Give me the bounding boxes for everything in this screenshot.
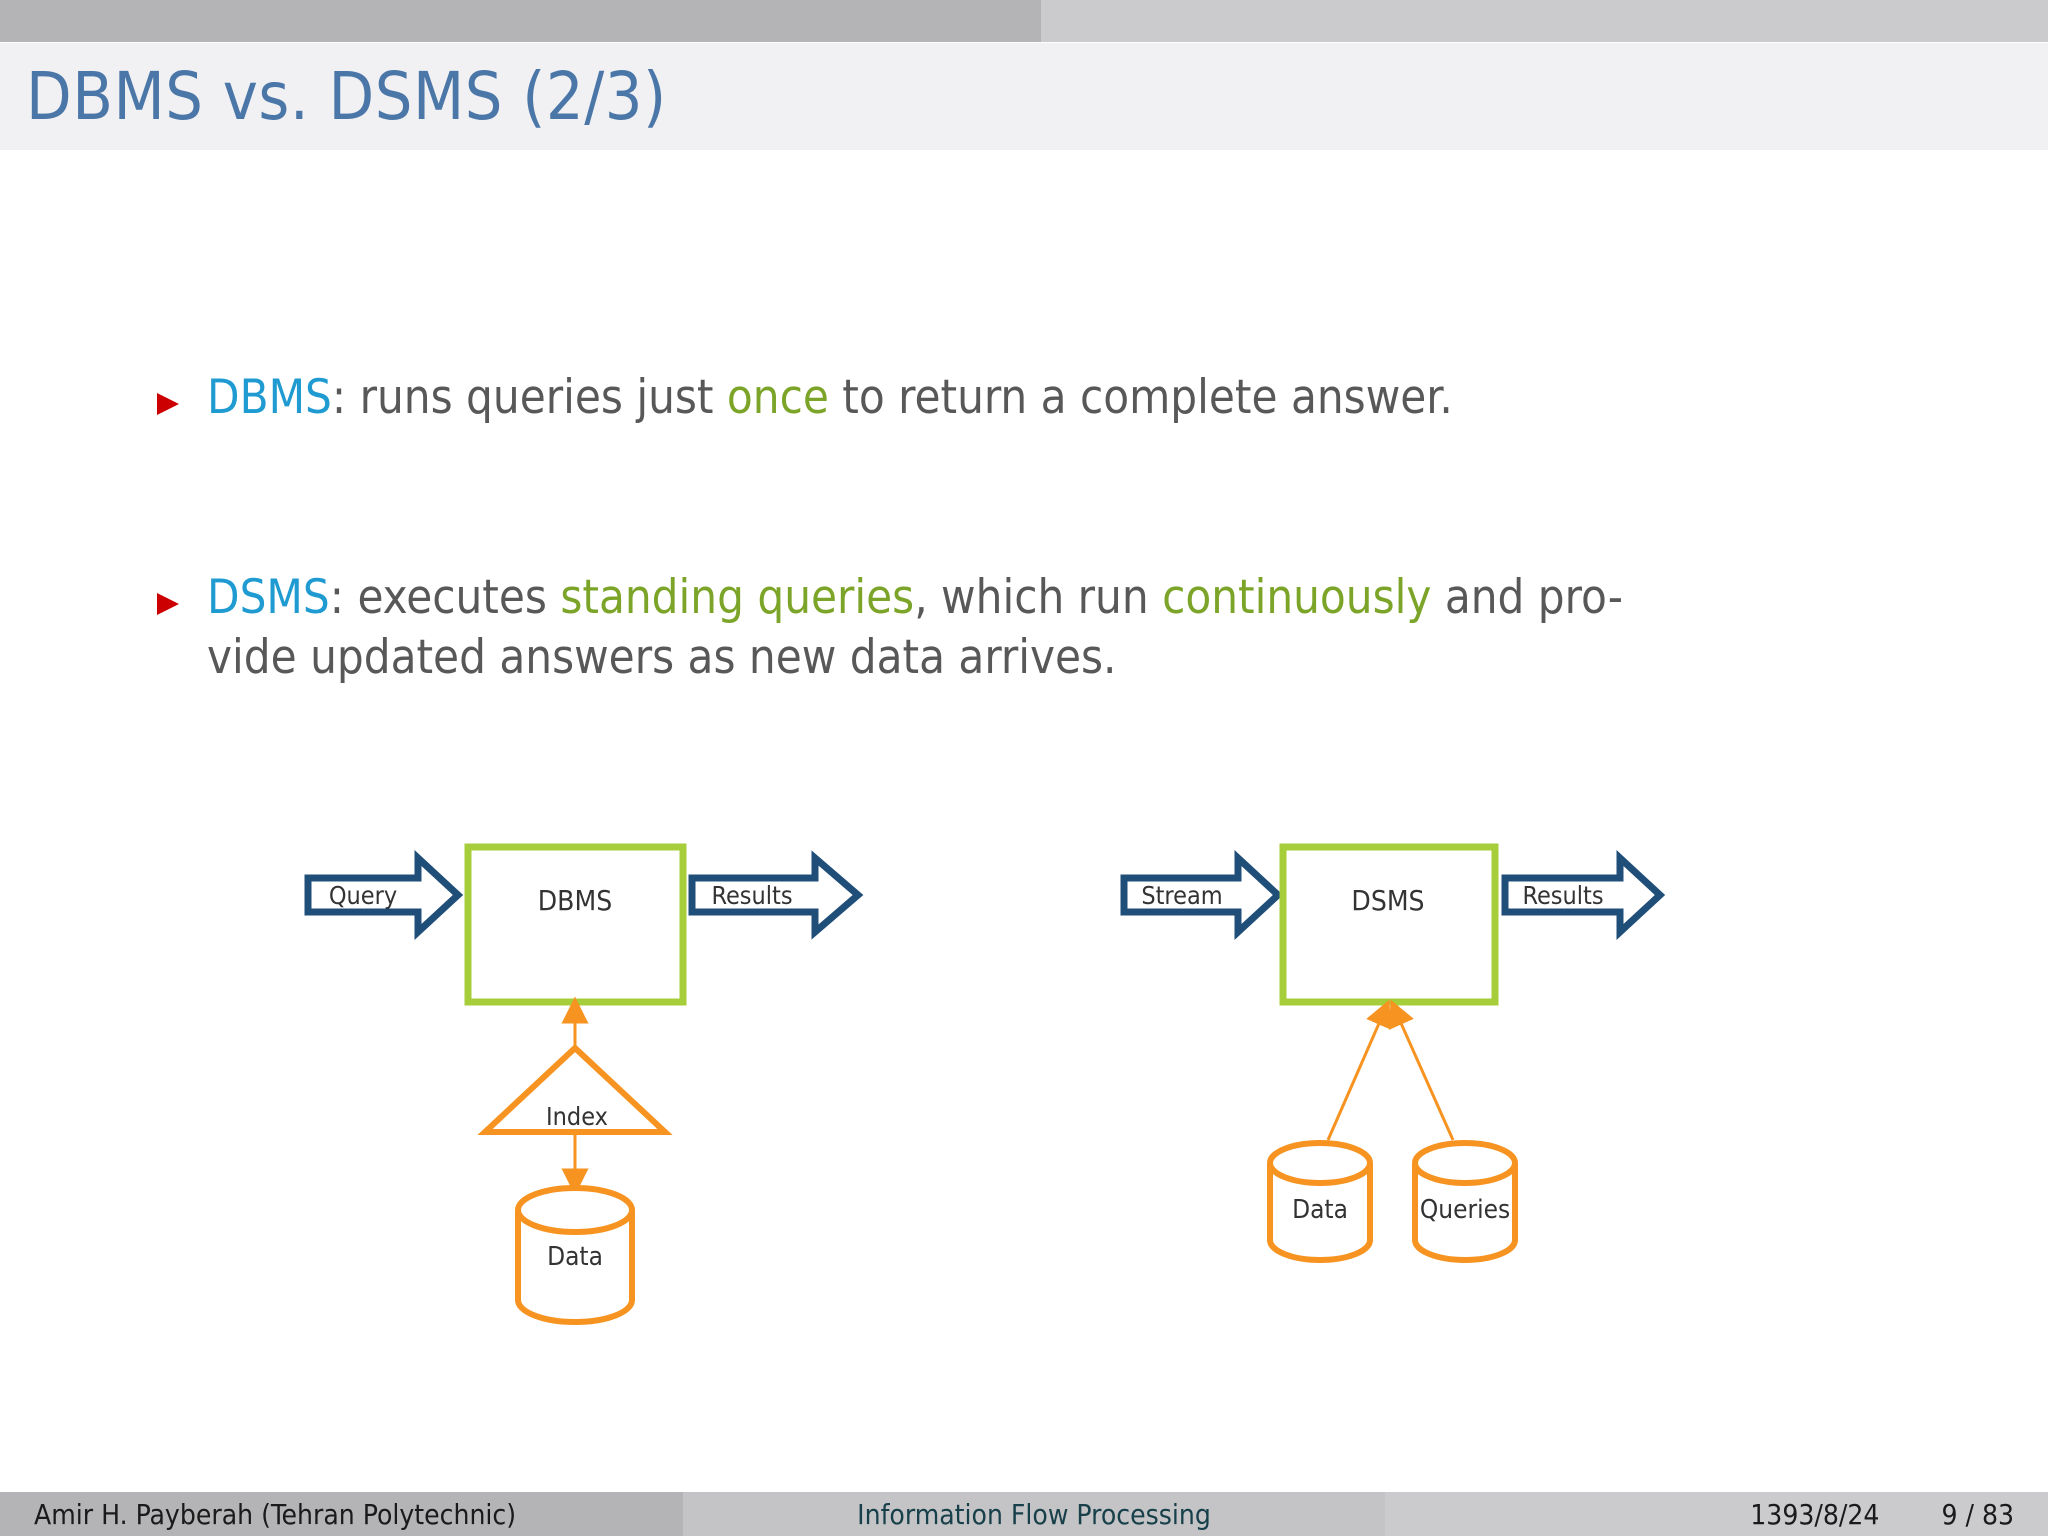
results-arrow-label: Results: [1522, 881, 1603, 910]
keyword-dbms: DBMS: [207, 370, 332, 425]
dsms-box-label: DSMS: [1351, 884, 1424, 917]
data-store-label: Data: [547, 1242, 603, 1272]
dbms-architecture-diagram: Query DBMS Results Index: [300, 840, 900, 1404]
data-cylinder-store: Data: [1267, 1140, 1373, 1263]
keyword-standing-queries: standing queries: [560, 570, 915, 625]
dsms-engine-box: DSMS: [1279, 843, 1499, 1006]
data-cylinder-store: Data: [515, 1185, 635, 1325]
footer-date: 1393/8/24: [1750, 1497, 1880, 1531]
bullet-2-part-6: and pro-: [1431, 570, 1623, 625]
query-input-arrow: Query: [304, 849, 464, 941]
bullet-1-part-2: : runs queries just: [331, 370, 727, 425]
bullet-2-part-2: : executes: [329, 570, 561, 625]
top-band-right-segment: [1041, 0, 2048, 42]
stream-input-arrow: Stream: [1120, 849, 1284, 941]
queries-store-label: Queries: [1420, 1195, 1510, 1225]
queries-to-dsms-arrow: [1389, 999, 1455, 1141]
footer-page-number: 9 / 83: [1941, 1497, 2014, 1531]
queries-cylinder-store: Queries: [1412, 1140, 1518, 1263]
keyword-dsms: DSMS: [207, 570, 330, 625]
keyword-once: once: [726, 370, 829, 425]
bullet-item-dsms: DSMS: executes standing queries, which r…: [155, 568, 1945, 688]
footer-meta: 1393/8/24 9 / 83: [1385, 1492, 2048, 1536]
stream-arrow-label: Stream: [1141, 881, 1222, 910]
index-triangle: Index: [477, 1043, 673, 1135]
bullet-item-dbms: DBMS: runs queries just once to return a…: [155, 368, 1955, 428]
bullet-1-part-4: to return a complete answer.: [828, 370, 1453, 425]
footer-author: Amir H. Payberah (Tehran Polytechnic): [0, 1492, 683, 1536]
data-to-dsms-arrow: [1326, 999, 1391, 1141]
footer-subject: Information Flow Processing: [683, 1492, 1385, 1536]
data-store-label: Data: [1292, 1195, 1348, 1225]
results-output-arrow: Results: [688, 850, 864, 940]
keyword-continuously: continuously: [1162, 570, 1432, 625]
bullet-2-line-1: DSMS: executes standing queries, which r…: [207, 568, 1945, 628]
index-label: Index: [546, 1102, 608, 1131]
bullet-2-line-2: vide updated answers as new data arrives…: [207, 630, 1117, 686]
bullet-2-part-4: , which run: [914, 570, 1163, 625]
results-arrow-label: Results: [711, 881, 792, 910]
slide-content: DBMS: runs queries just once to return a…: [0, 150, 2048, 1486]
dsms-architecture-diagram: Stream DSMS Results: [1120, 840, 1720, 1404]
architecture-diagrams: Query DBMS Results Index: [0, 840, 2048, 1400]
bullet-text-dsms: DSMS: executes standing queries, which r…: [207, 568, 1945, 688]
top-decoration-band: [0, 0, 2048, 42]
bullet-text-dbms: DBMS: runs queries just once to return a…: [207, 368, 1453, 428]
page-title: DBMS vs. DSMS (2/3): [26, 57, 667, 135]
triangle-bullet-icon: [155, 590, 185, 618]
slide-title-bar: DBMS vs. DSMS (2/3): [0, 43, 2048, 150]
query-arrow-label: Query: [329, 881, 397, 910]
triangle-bullet-icon: [155, 390, 185, 418]
dbms-box-label: DBMS: [538, 884, 612, 917]
results-output-arrow: Results: [1501, 849, 1666, 941]
slide-footer: Amir H. Payberah (Tehran Polytechnic) In…: [0, 1492, 2048, 1536]
dbms-engine-box: DBMS: [464, 843, 687, 1006]
top-band-left-segment: [0, 0, 1041, 42]
